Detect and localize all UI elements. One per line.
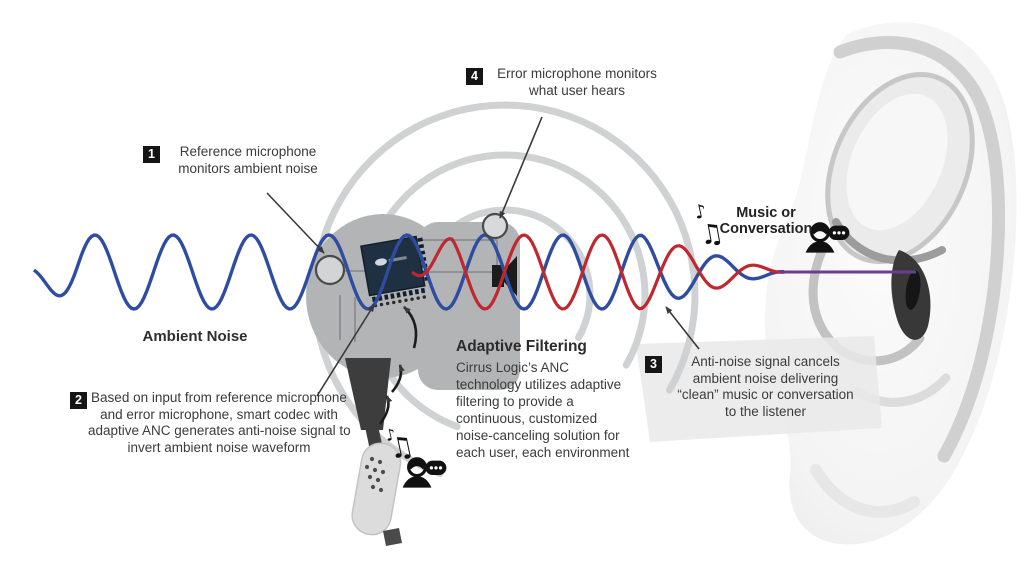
- earbud-cable: [345, 358, 402, 546]
- anti-noise-wave: [411, 233, 785, 311]
- chip-logo: [375, 258, 387, 266]
- callout1-number: 1: [143, 146, 160, 163]
- callout4-number: 4: [466, 68, 483, 85]
- ear-fossa-highlight: [846, 93, 948, 231]
- callout3-backdrop: [636, 336, 882, 442]
- callout-arrows: [266, 116, 700, 397]
- reference-microphone: [314, 254, 346, 286]
- arrow-callout2: [316, 304, 375, 397]
- callout3-text: Anti-noise signal cancels ambient noise …: [677, 354, 854, 419]
- music-note-icon-small: ♪: [383, 425, 397, 446]
- ambient-noise-wave: [32, 233, 784, 311]
- feedback-arrow-bottom: [378, 395, 393, 425]
- ear-lobe-shade: [810, 464, 920, 518]
- arrow-callout1: [266, 192, 325, 254]
- adaptive-filtering-title: Adaptive Filtering: [456, 338, 587, 355]
- earbud-body: [418, 222, 520, 390]
- callout2-number: 2: [70, 392, 87, 409]
- feedback-arrows: [378, 306, 418, 425]
- music-notes-icon: ♫: [697, 217, 726, 252]
- ripple-arc: [311, 101, 699, 477]
- adaptive-filtering-block: Adaptive Filtering Cirrus Logic’s ANC te…: [456, 338, 666, 461]
- callout4-text: Error microphone monitors what user hear…: [497, 66, 657, 98]
- music-note-icon: ♪: [692, 200, 708, 224]
- arrow-callout4: [499, 116, 543, 219]
- cable-audio-icons: ♪ ♫: [383, 425, 448, 490]
- feedback-arrow-middle: [391, 364, 405, 393]
- arrow-callout3: [665, 306, 700, 350]
- inline-remote: [351, 442, 402, 536]
- ear-canal-core: [905, 270, 921, 310]
- ear-helix-ridge: [833, 36, 1006, 463]
- remote-mic-holes: [364, 456, 386, 493]
- callout3-number: 3: [645, 356, 662, 373]
- feedback-arrow-top: [403, 306, 418, 349]
- cable-plug-tip: [383, 528, 402, 546]
- music-conversation-icons: ♪ ♫: [692, 200, 851, 255]
- ambient-noise-label: Ambient Noise: [142, 328, 248, 345]
- adaptive-filtering-body: Cirrus Logic’s ANC technology utilizes a…: [456, 360, 630, 460]
- caller-person-icon: [401, 455, 448, 490]
- error-microphone: [481, 212, 509, 240]
- cable-strain-relief: [345, 358, 391, 430]
- callout1-text: Reference microphone monitors ambient no…: [178, 144, 318, 176]
- ear-illustration: [764, 22, 1017, 545]
- callout2-text: Based on input from reference microphone…: [88, 390, 351, 455]
- music-conversation-label: Music or Conversation: [719, 205, 813, 237]
